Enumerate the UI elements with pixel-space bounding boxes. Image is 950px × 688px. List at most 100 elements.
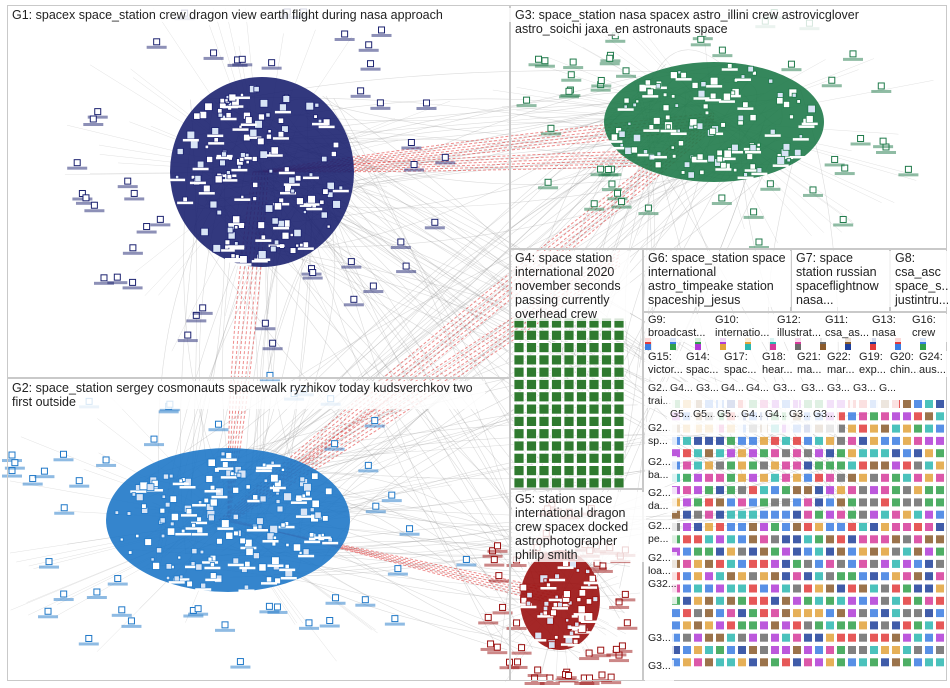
node-icon <box>590 200 598 208</box>
node-icon <box>881 559 889 568</box>
node-icon <box>738 621 746 630</box>
node-icon <box>870 596 878 605</box>
node-label <box>177 201 194 205</box>
node-label <box>325 601 346 605</box>
group-box-g4 <box>510 249 643 489</box>
node-icon <box>118 606 126 614</box>
node-label <box>737 176 754 180</box>
node-label <box>358 469 379 473</box>
node-icon <box>670 145 675 150</box>
node-label <box>718 100 735 103</box>
node-icon <box>749 436 757 445</box>
node-icon <box>826 523 834 531</box>
node-icon <box>576 597 582 603</box>
node-icon <box>716 633 724 642</box>
node-label <box>579 682 600 685</box>
node-icon <box>141 503 147 509</box>
node-icon <box>848 609 856 618</box>
node-icon <box>925 609 933 618</box>
node-label <box>319 624 340 628</box>
node-label <box>124 197 145 201</box>
node-icon <box>93 588 101 596</box>
node-icon <box>271 556 280 565</box>
node-icon <box>786 157 791 163</box>
node-icon <box>749 163 756 170</box>
node-icon <box>126 511 132 516</box>
node-label <box>537 615 554 618</box>
node-label <box>524 682 545 685</box>
node-icon <box>159 517 166 524</box>
node-icon <box>881 596 889 605</box>
node-icon <box>588 465 600 477</box>
node-icon <box>273 603 281 611</box>
tiny-group-label: G3... <box>850 382 879 408</box>
node-label <box>228 260 245 263</box>
node-label <box>332 189 349 193</box>
node-label <box>715 168 732 171</box>
node-icon <box>771 621 779 630</box>
node-icon <box>870 473 878 482</box>
node-label <box>188 612 209 616</box>
node-icon <box>727 449 735 458</box>
node-icon <box>526 465 537 477</box>
node-label <box>530 639 547 642</box>
node-icon <box>212 244 222 253</box>
node-icon <box>771 523 779 531</box>
node-icon <box>870 344 876 350</box>
node-icon <box>60 590 68 598</box>
node-label <box>520 605 537 609</box>
node-icon <box>613 415 625 427</box>
node-icon <box>296 197 304 206</box>
node-icon <box>903 584 911 593</box>
node-label <box>208 428 229 432</box>
group-label-g7: G7: space station russian spaceflightnow… <box>793 251 892 307</box>
node-icon <box>326 181 335 191</box>
node-icon <box>369 282 377 290</box>
node-icon <box>526 391 537 403</box>
node-icon <box>837 584 845 593</box>
node-icon <box>130 189 138 197</box>
node-icon <box>804 486 812 495</box>
node-label <box>262 540 279 543</box>
group-label-g13: G13: nasa <box>869 314 913 342</box>
node-icon <box>683 596 691 605</box>
node-icon <box>782 584 790 593</box>
node-icon <box>225 531 234 540</box>
node-icon <box>672 510 680 519</box>
node-icon <box>601 465 612 477</box>
node-icon <box>257 113 265 121</box>
node-icon <box>361 596 369 604</box>
node-label <box>781 68 802 72</box>
node-icon <box>879 137 887 145</box>
node-icon <box>738 486 746 495</box>
node-icon <box>881 412 889 421</box>
node-icon <box>526 452 537 464</box>
node-icon <box>78 189 86 197</box>
node-icon <box>588 403 600 415</box>
node-icon <box>936 510 944 519</box>
node-icon <box>892 559 900 568</box>
node-icon <box>793 596 801 605</box>
node-icon <box>422 99 430 107</box>
node-label <box>748 246 769 250</box>
node-icon <box>749 498 757 507</box>
node-icon <box>601 452 612 464</box>
node-icon <box>293 228 302 238</box>
node-icon <box>914 646 922 654</box>
node-label <box>267 610 288 614</box>
tiny-group-label: G... <box>876 382 899 408</box>
node-icon <box>705 461 713 470</box>
node-label <box>601 188 622 192</box>
node-icon <box>727 621 735 630</box>
node-icon <box>542 605 549 612</box>
node-icon <box>513 452 525 464</box>
node-icon <box>749 633 757 642</box>
node-icon <box>694 498 702 507</box>
node-icon <box>289 232 294 237</box>
node-icon <box>738 510 746 519</box>
node-icon <box>694 633 702 642</box>
node-icon <box>787 60 795 68</box>
node-icon <box>925 523 933 531</box>
node-icon <box>881 547 889 556</box>
node-icon <box>848 596 856 605</box>
